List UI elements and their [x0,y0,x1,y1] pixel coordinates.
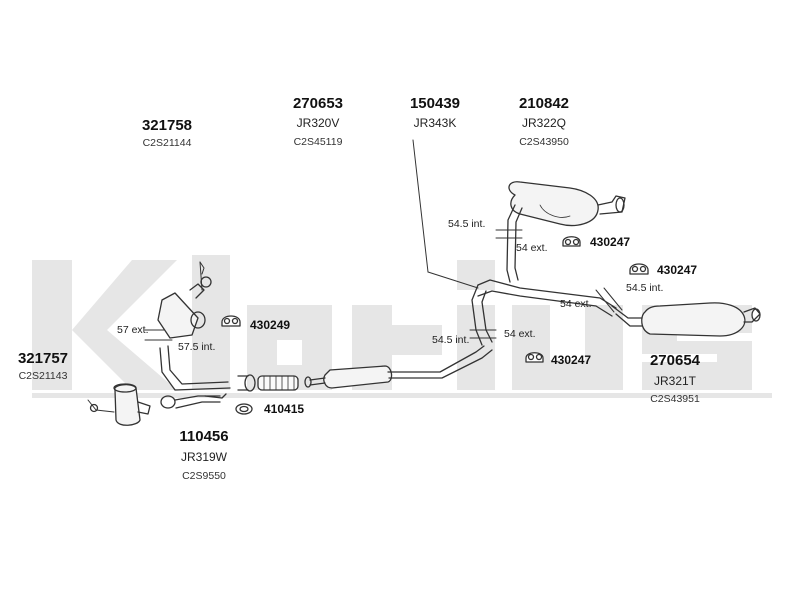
ref-code-150439: JR343K [413,116,457,130]
part-number-270654: 270654 [649,352,701,369]
part-number-430247-right: 430247 [657,263,698,277]
part-number-321757: 321757 [17,350,69,367]
dimension-label: 54 ext. [516,242,548,254]
dimension-label: 54 ext. [560,298,592,310]
part-number-150439: 150439 [409,95,461,112]
dimension-label: 54 ext. [504,328,536,340]
oe-number-270654: C2S43951 [650,393,700,405]
part-number-210842: 210842 [518,95,570,112]
dimension-label: 57.5 int. [178,341,216,353]
ref-code-110456: JR319W [180,450,228,464]
ref-code-270653: JR320V [296,116,340,130]
dimension-label: 54.5 int. [626,282,664,294]
part-number-430247-upper: 430247 [590,235,631,249]
part-number-110456: 110456 [179,428,229,445]
dimension-label: 54.5 int. [432,334,470,346]
part-number-270653: 270653 [292,95,344,112]
oe-number-110456: C2S9550 [182,470,226,482]
oe-number-321757: C2S21143 [18,370,68,382]
oe-number-210842: C2S43950 [519,136,569,148]
part-number-410415: 410415 [264,402,305,416]
part-number-430247-lower: 430247 [551,353,592,367]
oe-number-321758: C2S21144 [142,137,192,149]
ref-code-270654: JR321T [653,374,697,388]
ref-code-210842: JR322Q [521,116,567,130]
part-number-430249: 430249 [250,318,291,332]
part-number-321758: 321758 [141,117,193,134]
dimension-label: 57 ext. [117,324,149,336]
oe-number-270653: C2S45119 [293,136,343,148]
dimension-label: 54.5 int. [448,218,486,230]
